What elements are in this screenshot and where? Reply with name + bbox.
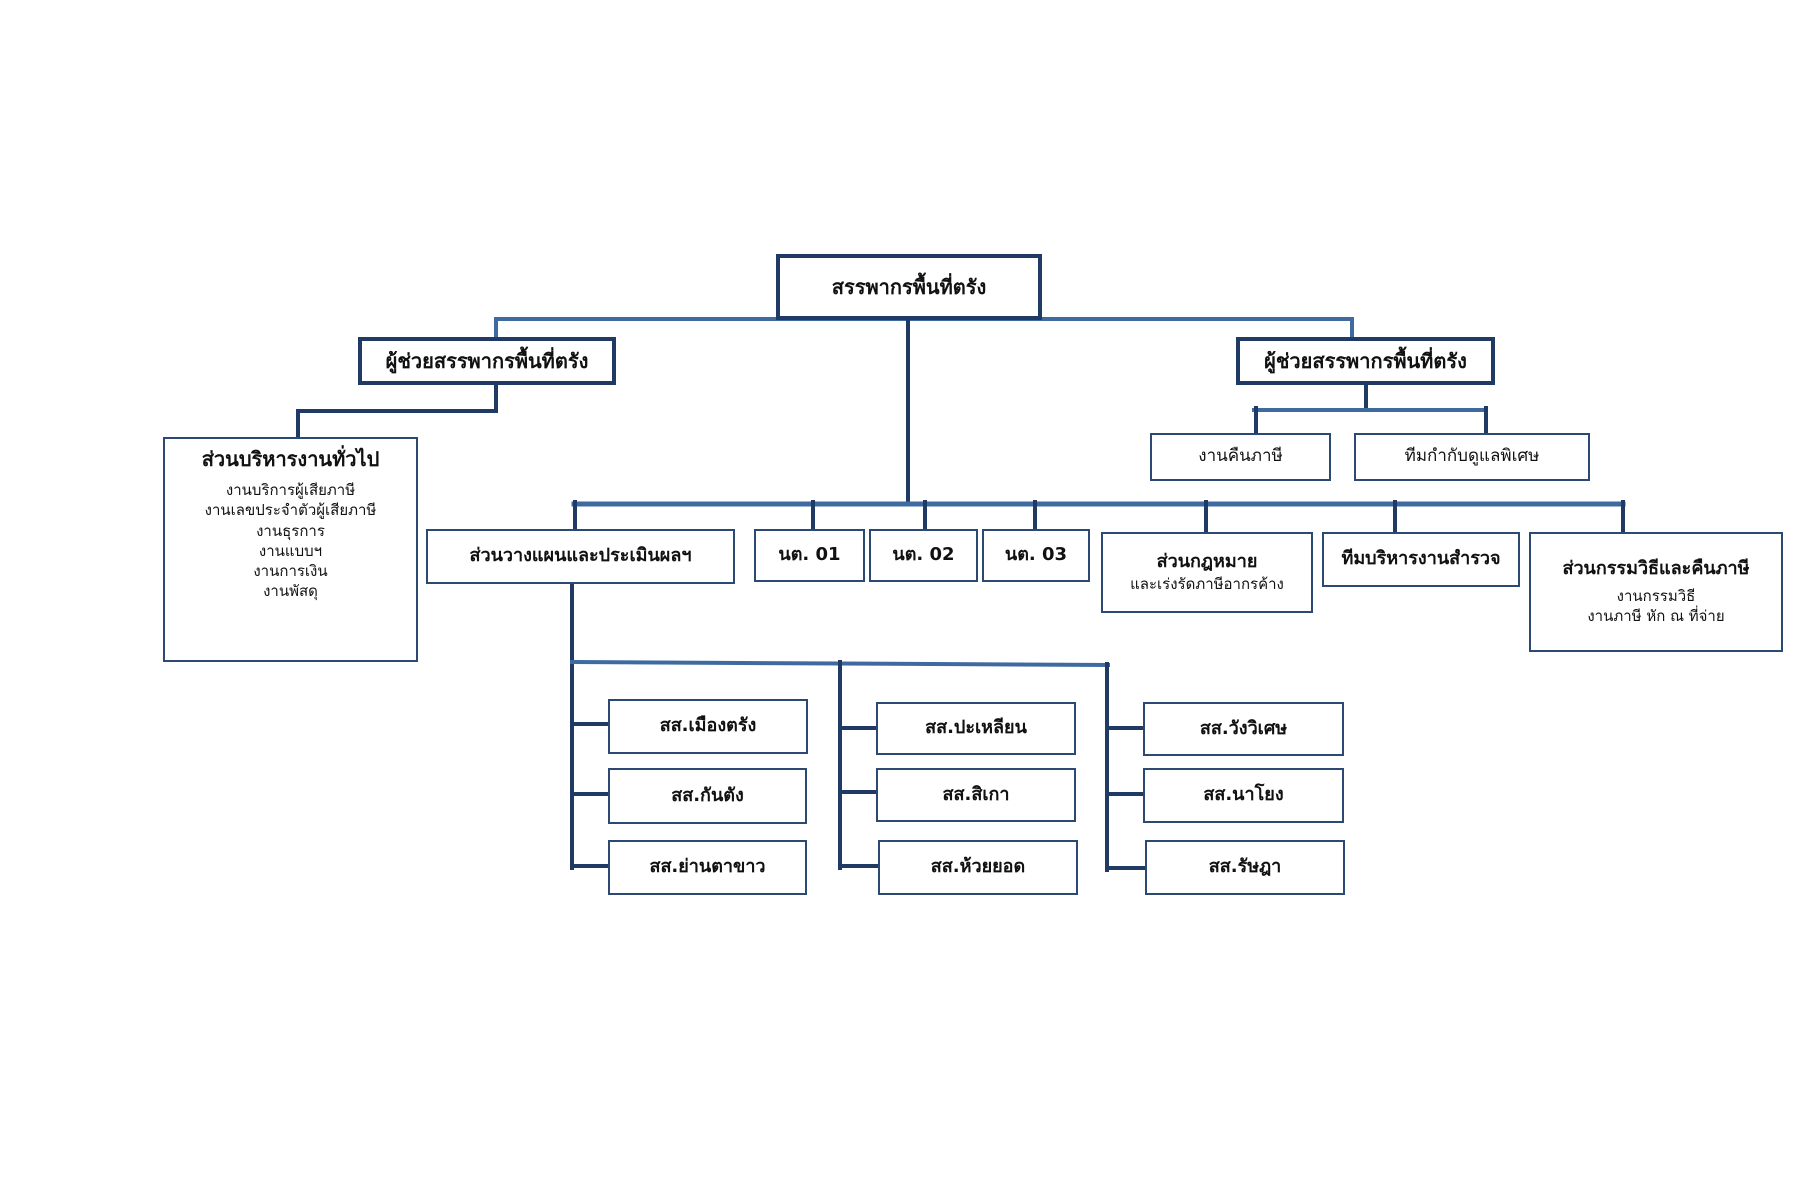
branch-label: สส.ย่านตาขาว <box>649 856 766 878</box>
special-team-label: ทีมกำกับดูแลพิเศษ <box>1404 446 1540 467</box>
legal-subtitle: และเร่งรัดภาษีอากรค้าง <box>1130 574 1284 593</box>
planning-label: ส่วนวางแผนและประเมินผลฯ <box>469 545 692 567</box>
branch-node[interactable]: สส.ห้วยยอด <box>878 840 1078 895</box>
assistant-left-node[interactable]: ผู้ช่วยสรรพากรพื้นที่ตรัง <box>358 337 616 385</box>
branch-label: สส.นาโยง <box>1203 784 1284 806</box>
special-team-node[interactable]: ทีมกำกับดูแลพิเศษ <box>1354 433 1590 481</box>
branch-label: สส.วังวิเศษ <box>1199 717 1288 739</box>
branch-node[interactable]: สส.กันตัง <box>608 768 807 824</box>
general-admin-item: งานพัสดุ <box>263 582 318 601</box>
survey-team-node[interactable]: ทีมบริหารงานสำรวจ <box>1322 532 1520 587</box>
branch-node[interactable]: สส.ย่านตาขาว <box>608 840 807 895</box>
refund-label: งานคืนภาษี <box>1198 446 1283 467</box>
nt01-label: นต. 01 <box>778 544 841 566</box>
general-admin-item: งานแบบฯ <box>258 541 323 560</box>
nt03-node[interactable]: นต. 03 <box>982 529 1090 582</box>
refund-node[interactable]: งานคืนภาษี <box>1150 433 1331 481</box>
legal-title: ส่วนกฎหมาย <box>1156 551 1258 573</box>
general-admin-item: งานการเงิน <box>253 562 328 580</box>
branch-label: สส.กันตัง <box>671 784 744 806</box>
general-admin-item: งานบริการผู้เสียภาษี <box>225 481 356 499</box>
assistant-left-label: ผู้ช่วยสรรพากรพื้นที่ตรัง <box>385 348 589 373</box>
branch-label: สส.เมืองตรัง <box>659 715 757 737</box>
planning-node[interactable]: ส่วนวางแผนและประเมินผลฯ <box>426 529 735 584</box>
branch-label: สส.รัษฎา <box>1208 856 1282 878</box>
root-node[interactable]: สรรพากรพื้นที่ตรัง <box>776 254 1042 320</box>
branch-node[interactable]: สส.ปะเหลียน <box>876 702 1076 755</box>
branch-label: สส.ห้วยยอด <box>930 856 1026 878</box>
nt02-node[interactable]: นต. 02 <box>869 529 978 582</box>
procedure-title: ส่วนกรรมวิธีและคืนภาษี <box>1562 557 1750 579</box>
connector-left-admin <box>296 383 498 440</box>
legal-node[interactable]: ส่วนกฎหมาย และเร่งรัดภาษีอากรค้าง <box>1101 532 1313 613</box>
nt03-label: นต. 03 <box>1004 544 1068 566</box>
branch-label: สส.ปะเหลียน <box>925 717 1027 739</box>
nt02-label: นต. 02 <box>892 544 955 566</box>
branch-node[interactable]: สส.วังวิเศษ <box>1143 702 1344 756</box>
general-admin-item: งานธุรการ <box>256 521 325 540</box>
branch-node[interactable]: สส.รัษฎา <box>1145 840 1345 895</box>
general-admin-title: ส่วนบริหารงานทั่วไป <box>201 447 380 471</box>
general-admin-node[interactable]: ส่วนบริหารงานทั่วไป งานบริการผู้เสียภาษี… <box>163 437 418 662</box>
branch-node[interactable]: สส.นาโยง <box>1143 768 1344 823</box>
assistant-right-node[interactable]: ผู้ช่วยสรรพากรพื้นที่ตรัง <box>1236 337 1495 385</box>
connector-root-assistants <box>494 317 1354 352</box>
procedure-item: งานกรรมวิธี <box>1616 587 1696 605</box>
procedure-node[interactable]: ส่วนกรรมวิธีและคืนภาษี งานกรรมวิธี งานภา… <box>1529 532 1783 652</box>
nt01-node[interactable]: นต. 01 <box>754 529 865 582</box>
assistant-right-label: ผู้ช่วยสรรพากรพื้นที่ตรัง <box>1264 348 1467 373</box>
general-admin-item: งานเลขประจำตัวผู้เสียภาษี <box>204 501 377 520</box>
procedure-item: งานภาษี หัก ณ ที่จ่าย <box>1587 607 1725 626</box>
branch-node[interactable]: สส.สิเกา <box>876 768 1076 822</box>
survey-team-label: ทีมบริหารงานสำรวจ <box>1341 548 1501 570</box>
branch-node[interactable]: สส.เมืองตรัง <box>608 699 808 754</box>
root-label: สรรพากรพื้นที่ตรัง <box>831 274 987 299</box>
branch-label: สส.สิเกา <box>942 783 1010 805</box>
